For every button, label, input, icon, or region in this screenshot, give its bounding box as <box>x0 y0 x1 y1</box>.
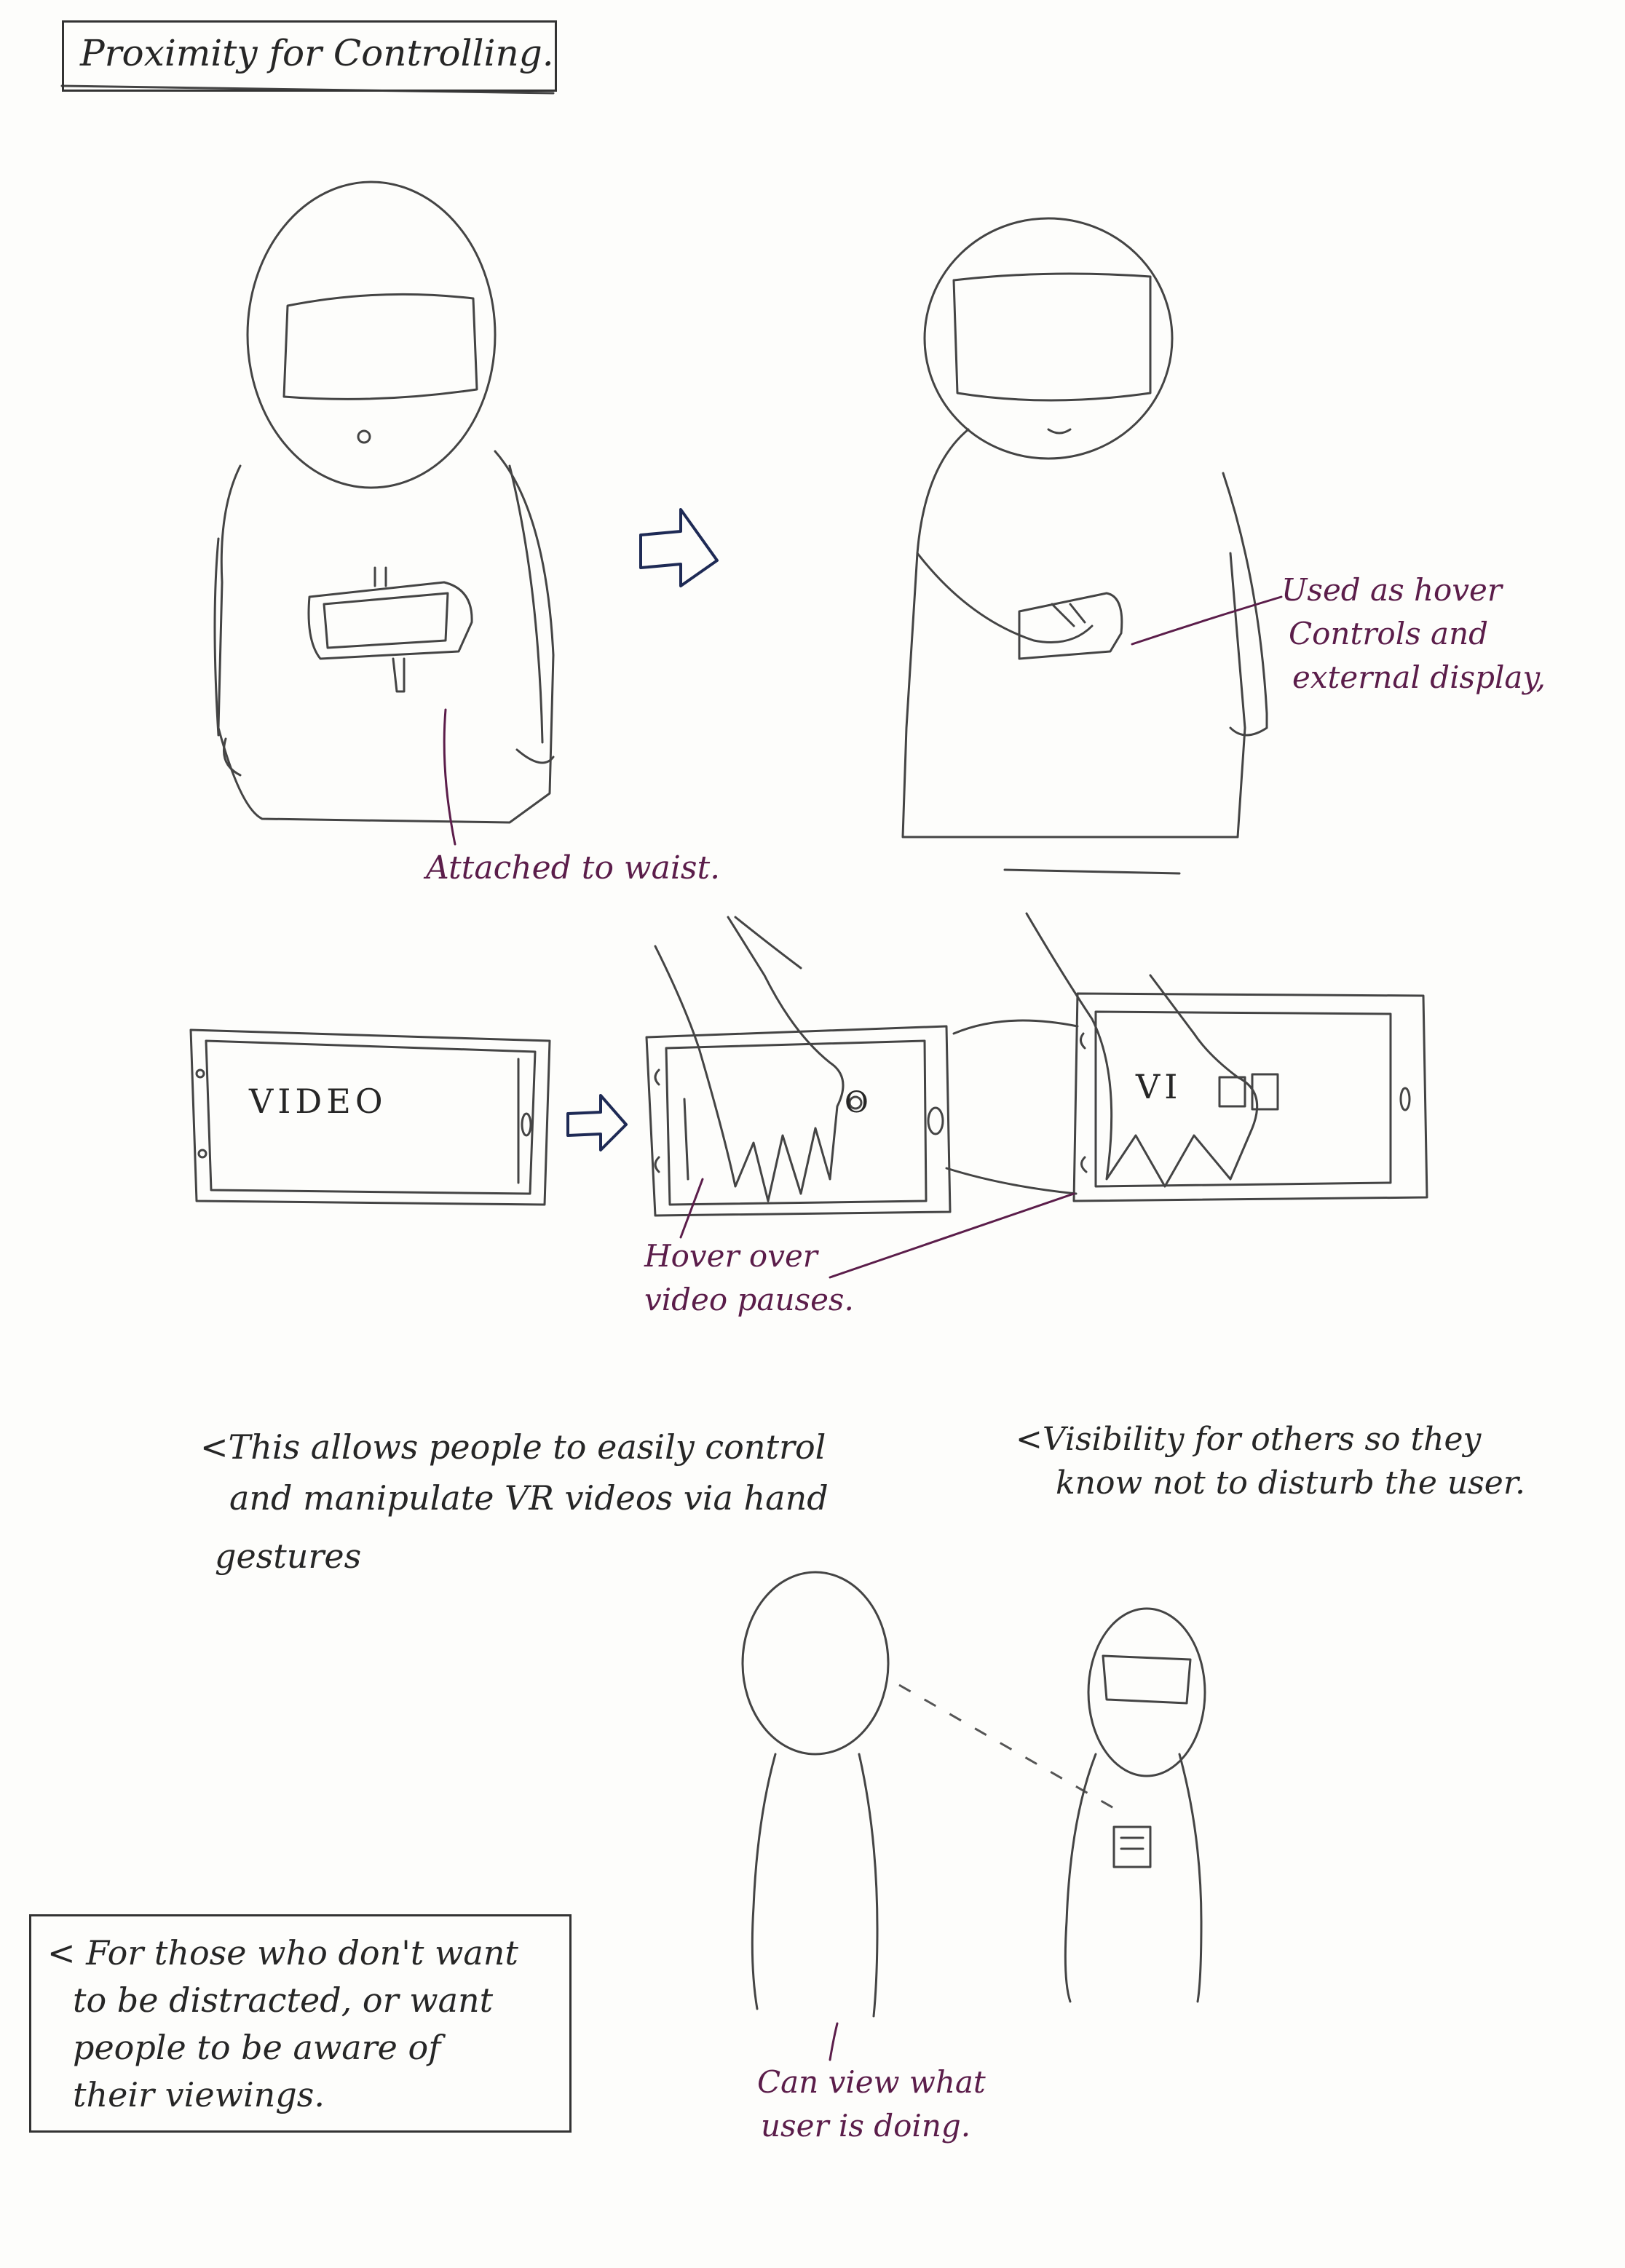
tablet-hover <box>647 917 950 1237</box>
page-title: Proximity for Controlling. <box>80 31 554 76</box>
note-left-line1: <This allows people to easily control <box>200 1427 826 1469</box>
tablet-screen-text-paused: VI <box>1136 1066 1182 1109</box>
hand-over-tablet <box>655 917 843 1201</box>
label-user-doing: user is doing. <box>761 2107 970 2146</box>
leader-line-waist <box>444 710 455 844</box>
leader-line-view <box>830 2023 837 2060</box>
hand-faint <box>1027 913 1257 1186</box>
boxed-note-line1: < For those who don't want <box>47 1932 518 1975</box>
tablet-paused <box>830 913 1427 1277</box>
note-left-line3: gestures <box>215 1536 361 1578</box>
note-right-line2: know not to disturb the user. <box>1056 1463 1525 1503</box>
leader-line-hover <box>681 1179 703 1237</box>
bystander-figure <box>743 1572 888 2060</box>
line-of-sight <box>899 1685 1121 1812</box>
note-right-line1: <Visibility for others so they <box>1016 1419 1481 1459</box>
arrow-right-2 <box>568 1095 626 1150</box>
arrow-right-1 <box>641 509 717 586</box>
label-video-pauses: video pauses. <box>644 1281 854 1320</box>
figure-waist-device <box>215 182 553 844</box>
tablet-screen-text-video: VIDEO <box>249 1081 387 1123</box>
label-hover-line3: external display, <box>1292 659 1546 697</box>
label-hover-line2: Controls and <box>1289 615 1488 654</box>
leader-line-pauses <box>830 1194 1074 1277</box>
label-hover-line1: Used as hover <box>1281 571 1502 610</box>
boxed-note-line4: their viewings. <box>73 2074 325 2117</box>
note-left-line2: and manipulate VR videos via hand <box>229 1478 829 1520</box>
figure-holding-device <box>903 218 1281 873</box>
user-figure <box>1065 1609 1205 2002</box>
tablet-screen-text-partial: O <box>845 1085 869 1121</box>
label-hover-over: Hover over <box>644 1237 818 1276</box>
label-can-view: Can view what <box>757 2063 986 2102</box>
boxed-note-line3: people to be aware of <box>73 2027 440 2069</box>
label-attached-to-waist: Attached to waist. <box>426 848 720 888</box>
boxed-note-line2: to be distracted, or want <box>73 1980 493 2022</box>
